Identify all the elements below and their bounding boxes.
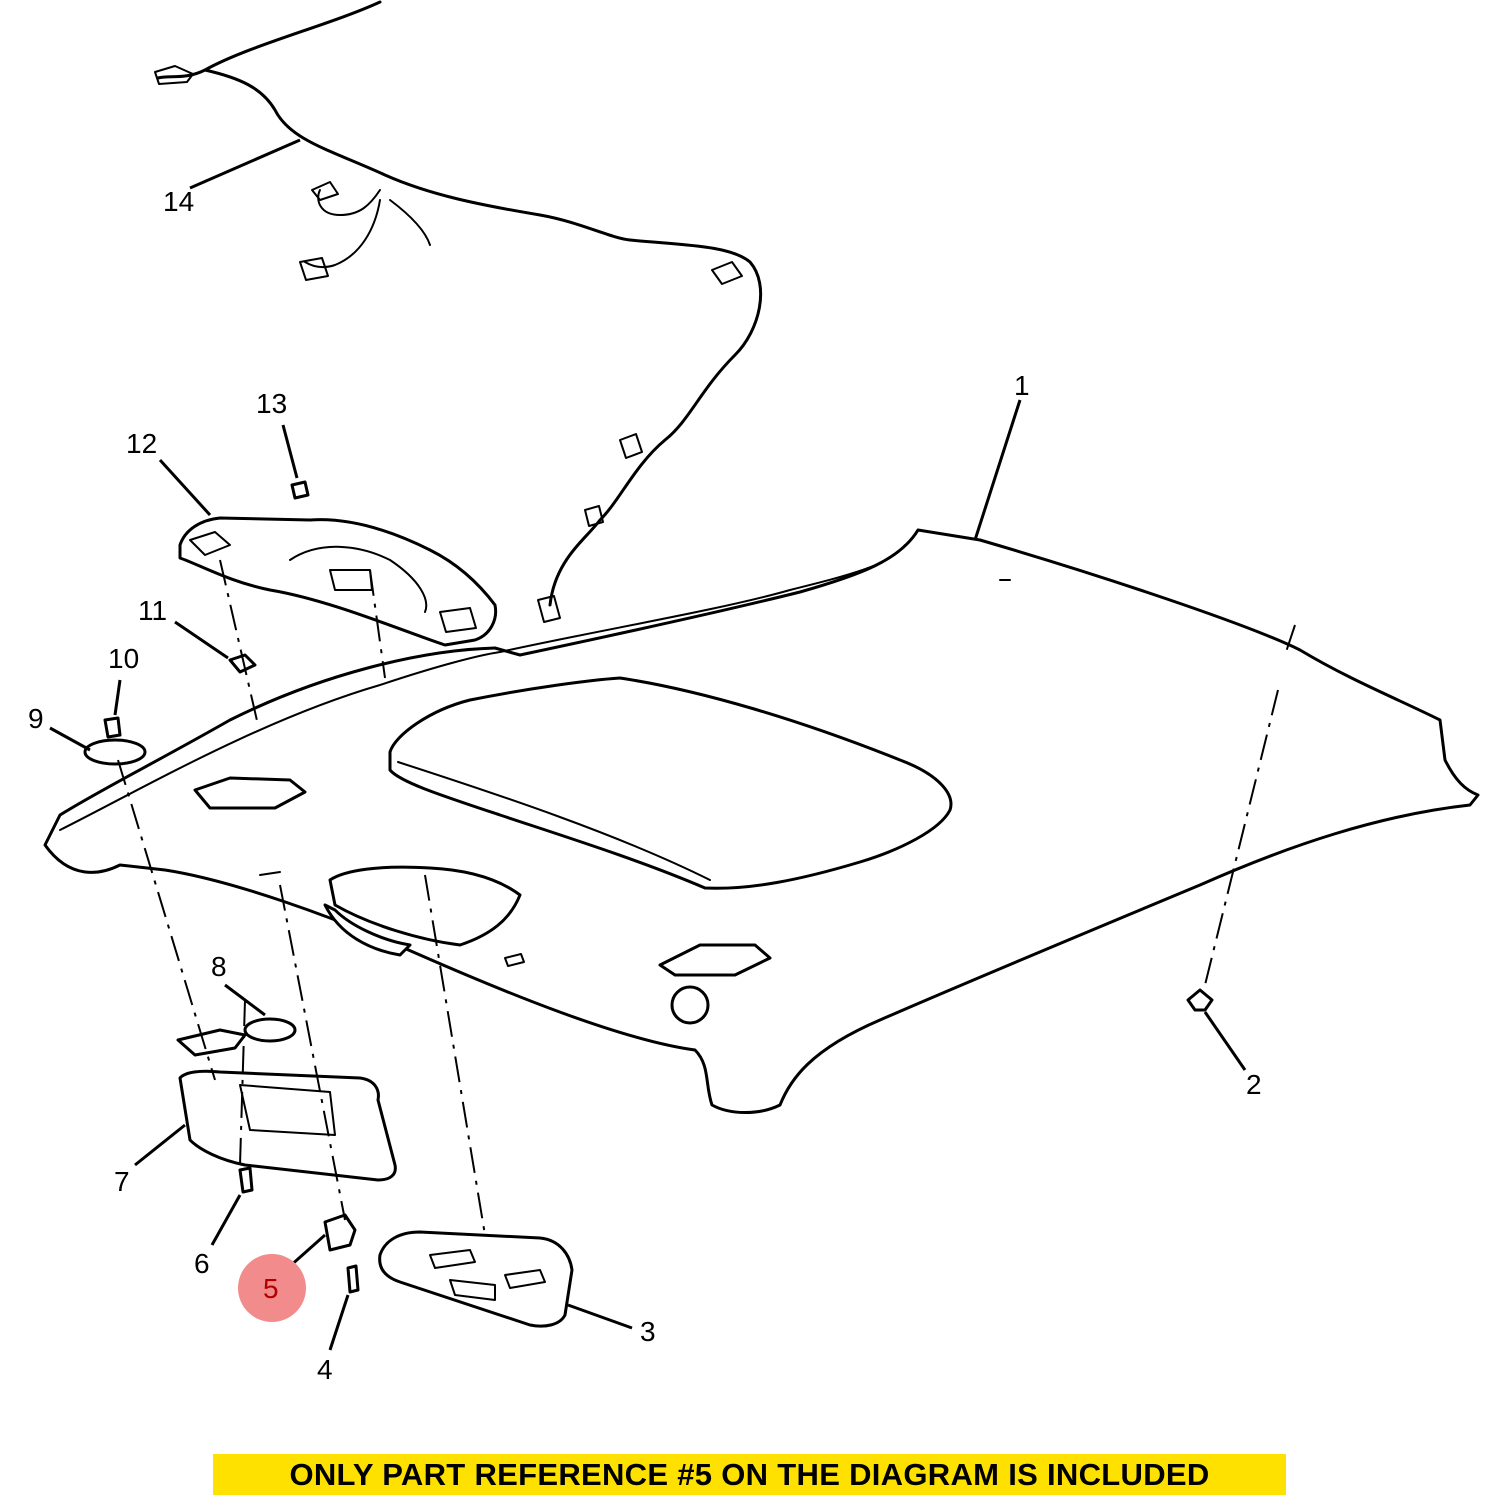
alignment-lines [117, 559, 1296, 1236]
console-clip [281, 424, 310, 500]
callout-4: 4 [317, 1354, 333, 1385]
callout-8: 8 [211, 951, 227, 982]
headliner-panel [43, 399, 1480, 1114]
callout-13: 13 [256, 388, 288, 419]
overhead-console-bracket [158, 458, 498, 647]
push-pin-retainer [1186, 988, 1247, 1071]
callout-5-highlight [238, 1254, 306, 1322]
inclusion-notice-banner: ONLY PART REFERENCE #5 ON THE DIAGRAM IS… [213, 1454, 1286, 1495]
callout-6: 6 [194, 1248, 210, 1279]
inclusion-notice-text: ONLY PART REFERENCE #5 ON THE DIAGRAM IS… [289, 1456, 1210, 1492]
callout-10: 10 [108, 643, 140, 674]
sunshade-support-bracket [279, 1213, 360, 1351]
retainer-clip [174, 620, 257, 674]
callout-7: 7 [114, 1166, 130, 1197]
callout-12: 12 [126, 428, 158, 459]
callout-14: 14 [163, 186, 195, 217]
callout-2: 2 [1246, 1069, 1262, 1100]
callout-11: 11 [138, 595, 168, 626]
sunvisor-bezel [49, 679, 147, 766]
callout-3: 3 [640, 1316, 656, 1347]
overhead-console [378, 1230, 633, 1330]
wiring-harness [154, 0, 763, 623]
sunshade-assembly [134, 983, 397, 1246]
callout-1: 1 [1014, 370, 1030, 401]
callout-5: 5 [263, 1273, 279, 1304]
callout-9: 9 [28, 703, 44, 734]
